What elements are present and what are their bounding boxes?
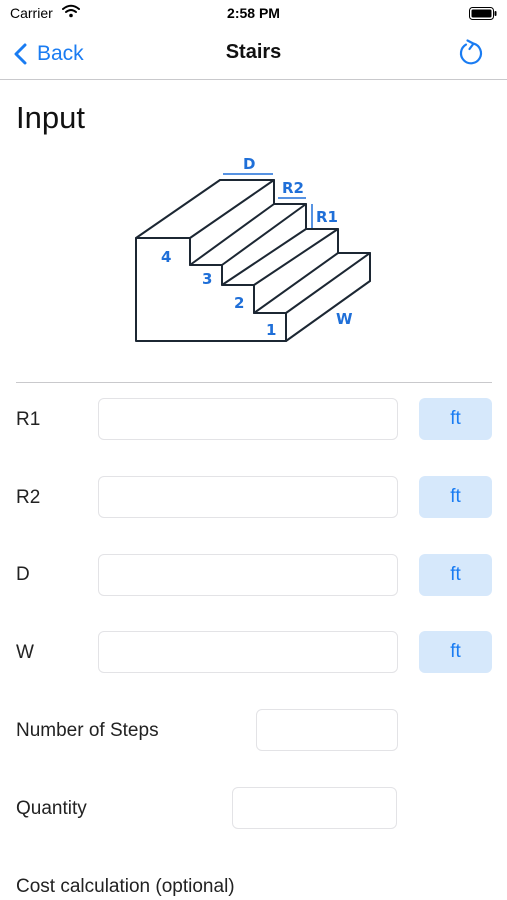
battery-icon xyxy=(469,7,497,25)
label-step-2: 2 xyxy=(234,294,244,312)
label-depth: D xyxy=(243,155,255,173)
r1-label: R1 xyxy=(16,409,41,430)
navigation-bar: Back Stairs xyxy=(0,28,507,80)
steps-input[interactable] xyxy=(256,709,398,751)
label-step-4: 4 xyxy=(161,248,171,266)
status-time: 2:58 PM xyxy=(227,5,280,21)
refresh-icon xyxy=(459,39,483,65)
label-width: W xyxy=(336,310,353,328)
label-r1: R1 xyxy=(316,208,338,226)
back-button-label: Back xyxy=(37,42,84,65)
r2-label: R2 xyxy=(16,487,41,508)
d-label: D xyxy=(16,564,30,585)
label-step-3: 3 xyxy=(202,270,212,288)
back-button[interactable]: Back xyxy=(14,39,84,69)
w-label: W xyxy=(16,642,34,663)
d-unit-button[interactable]: ft xyxy=(419,554,492,596)
cost-calculation-label: Cost calculation (optional) xyxy=(16,876,235,897)
d-input[interactable] xyxy=(98,554,398,596)
section-title-input: Input xyxy=(16,100,85,135)
r1-input[interactable] xyxy=(98,398,398,440)
w-input[interactable] xyxy=(98,631,398,673)
carrier-label: Carrier xyxy=(10,5,53,21)
quantity-label: Quantity xyxy=(16,798,87,819)
stairs-diagram: D R2 R1 W 1 2 3 4 xyxy=(135,155,371,342)
w-unit-button[interactable]: ft xyxy=(419,631,492,673)
status-bar: Carrier 2:58 PM xyxy=(0,0,507,28)
chevron-left-icon xyxy=(14,43,27,65)
quantity-input[interactable] xyxy=(232,787,397,829)
label-step-1: 1 xyxy=(266,321,276,339)
refresh-button[interactable] xyxy=(455,38,485,68)
r2-unit-button[interactable]: ft xyxy=(419,476,492,518)
r1-unit-button[interactable]: ft xyxy=(419,398,492,440)
wifi-icon xyxy=(62,4,80,23)
steps-label: Number of Steps xyxy=(16,720,159,741)
r2-input[interactable] xyxy=(98,476,398,518)
label-r2: R2 xyxy=(282,179,304,197)
divider xyxy=(16,382,492,383)
